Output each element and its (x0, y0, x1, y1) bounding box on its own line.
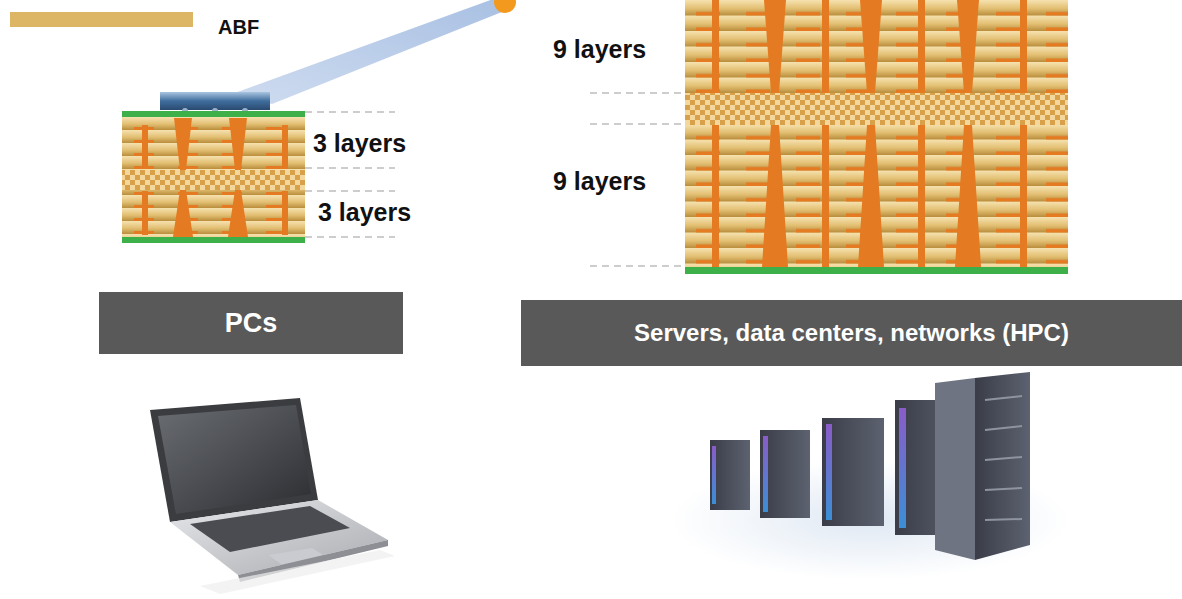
layer-count-label: 9 layers (553, 35, 646, 64)
layer-count-label: 3 layers (313, 129, 406, 158)
layer-count-label: 3 layers (318, 198, 411, 227)
server-racks-icon (670, 372, 1070, 580)
legend-text: ABF (218, 16, 259, 39)
category-box: Servers, data centers, networks (HPC) (521, 300, 1182, 366)
category-box: PCs (99, 292, 403, 354)
category-title: PCs (225, 308, 278, 339)
laptop-icon (150, 398, 395, 594)
category-title: Servers, data centers, networks (HPC) (634, 319, 1069, 347)
legend-swatch (10, 12, 193, 27)
layer-count-label: 9 layers (553, 167, 646, 196)
